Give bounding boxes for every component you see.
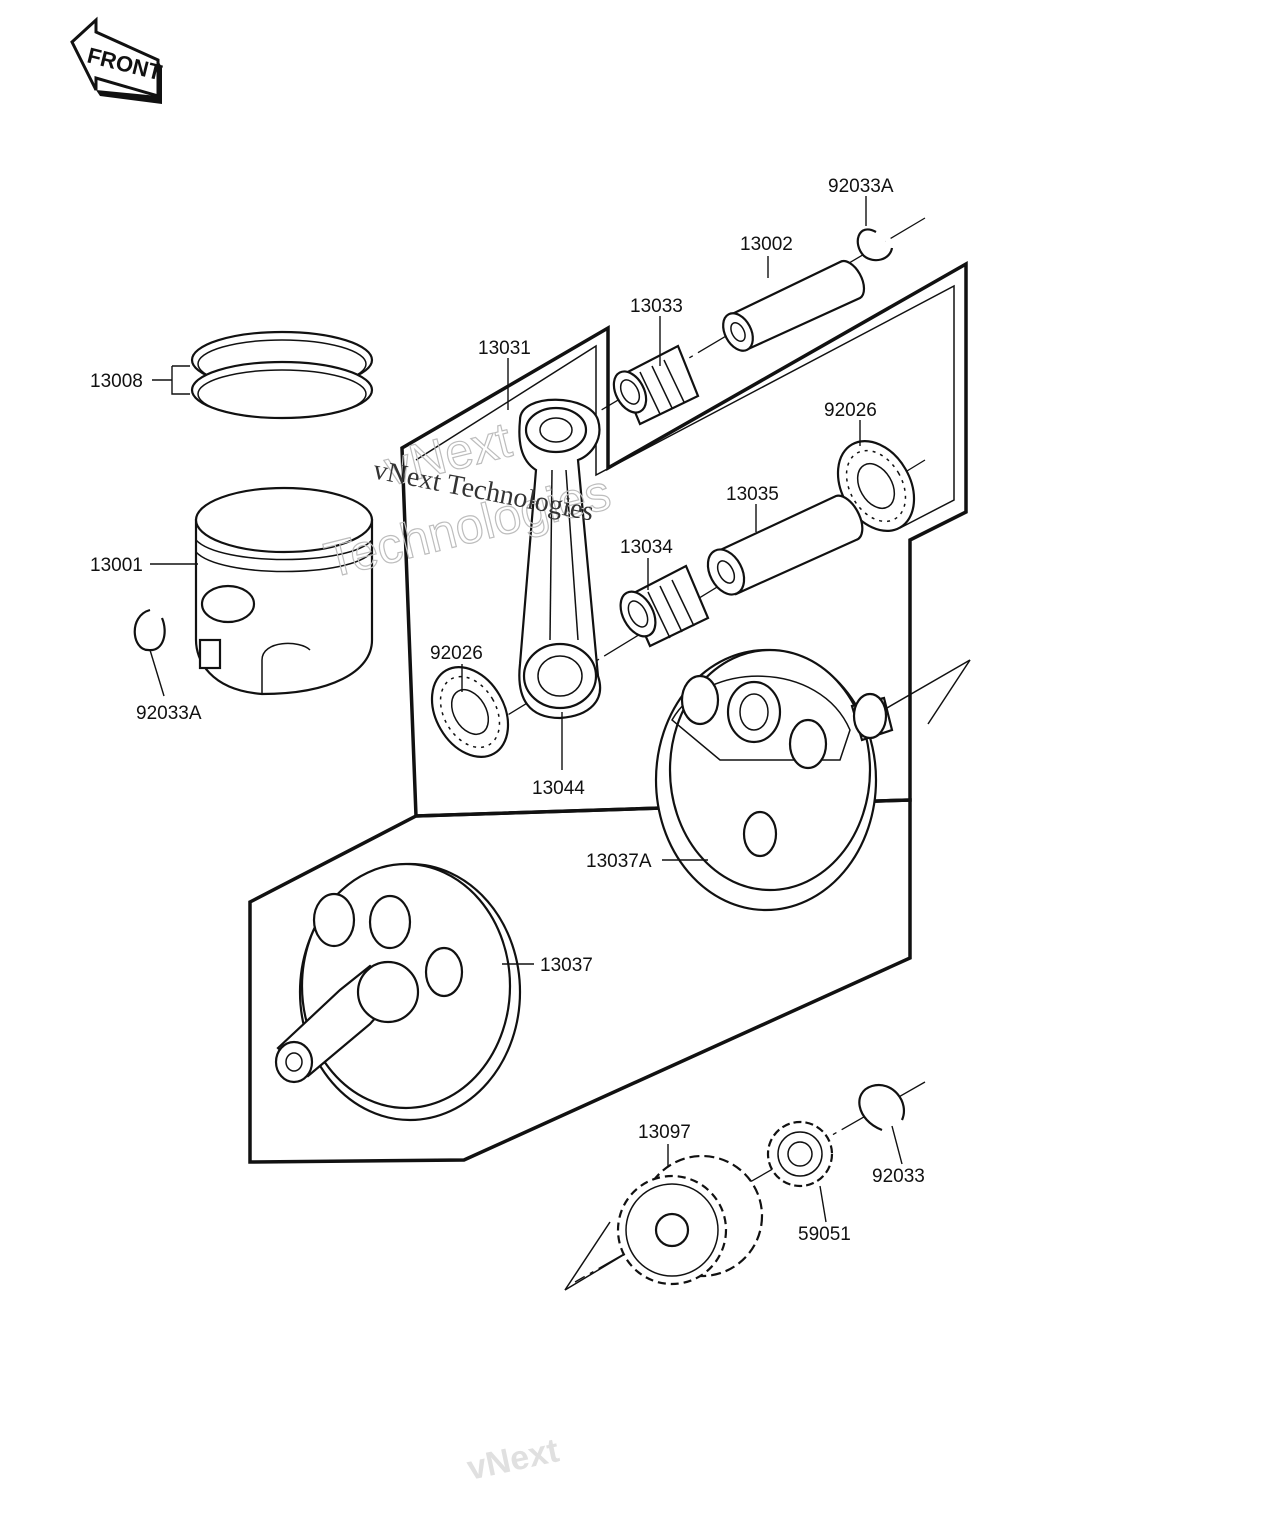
label-92033a-top: 92033A [828, 176, 894, 197]
label-92033: 92033 [872, 1166, 925, 1187]
crank-pin-13035 [706, 494, 864, 596]
label-13037: 13037 [540, 955, 593, 976]
label-13031: 13031 [478, 338, 531, 359]
needle-bearing-13033 [612, 344, 700, 426]
sprocket-59051 [766, 1120, 834, 1188]
gear-13097 [616, 1154, 764, 1286]
crank-pin-13002 [722, 259, 866, 352]
label-59051: 59051 [798, 1224, 851, 1245]
circlip-92033a-left [133, 608, 166, 652]
label-13034: 13034 [620, 537, 673, 558]
piston-rings-13008 [190, 330, 374, 420]
circlip-92033 [858, 1083, 905, 1132]
crankshaft-assembly-frame [248, 798, 912, 1164]
connecting-rod-13031 [518, 398, 601, 720]
label-13033: 13033 [630, 296, 683, 317]
front-arrow-badge: FRONT [70, 16, 165, 104]
crank-half-13037a [654, 648, 894, 912]
label-92033a-left: 92033A [136, 703, 202, 724]
label-13097: 13097 [638, 1122, 691, 1143]
label-13008: 13008 [90, 371, 143, 392]
piston-13001 [194, 486, 374, 696]
needle-bearing-13034 [619, 564, 710, 648]
crank-half-13037 [274, 862, 522, 1122]
label-13044: 13044 [532, 778, 585, 799]
label-13002: 13002 [740, 234, 793, 255]
label-13035: 13035 [726, 484, 779, 505]
watermark-bottom: vNext [464, 1431, 562, 1487]
leader-lines [149, 196, 903, 1223]
label-13037a: 13037A [586, 851, 652, 872]
label-92026-right: 92026 [824, 400, 877, 421]
circlip-92033a-top [856, 228, 894, 262]
thrust-washer-92026-left [430, 665, 510, 759]
label-13001: 13001 [90, 555, 143, 576]
label-92026-left: 92026 [430, 643, 483, 664]
